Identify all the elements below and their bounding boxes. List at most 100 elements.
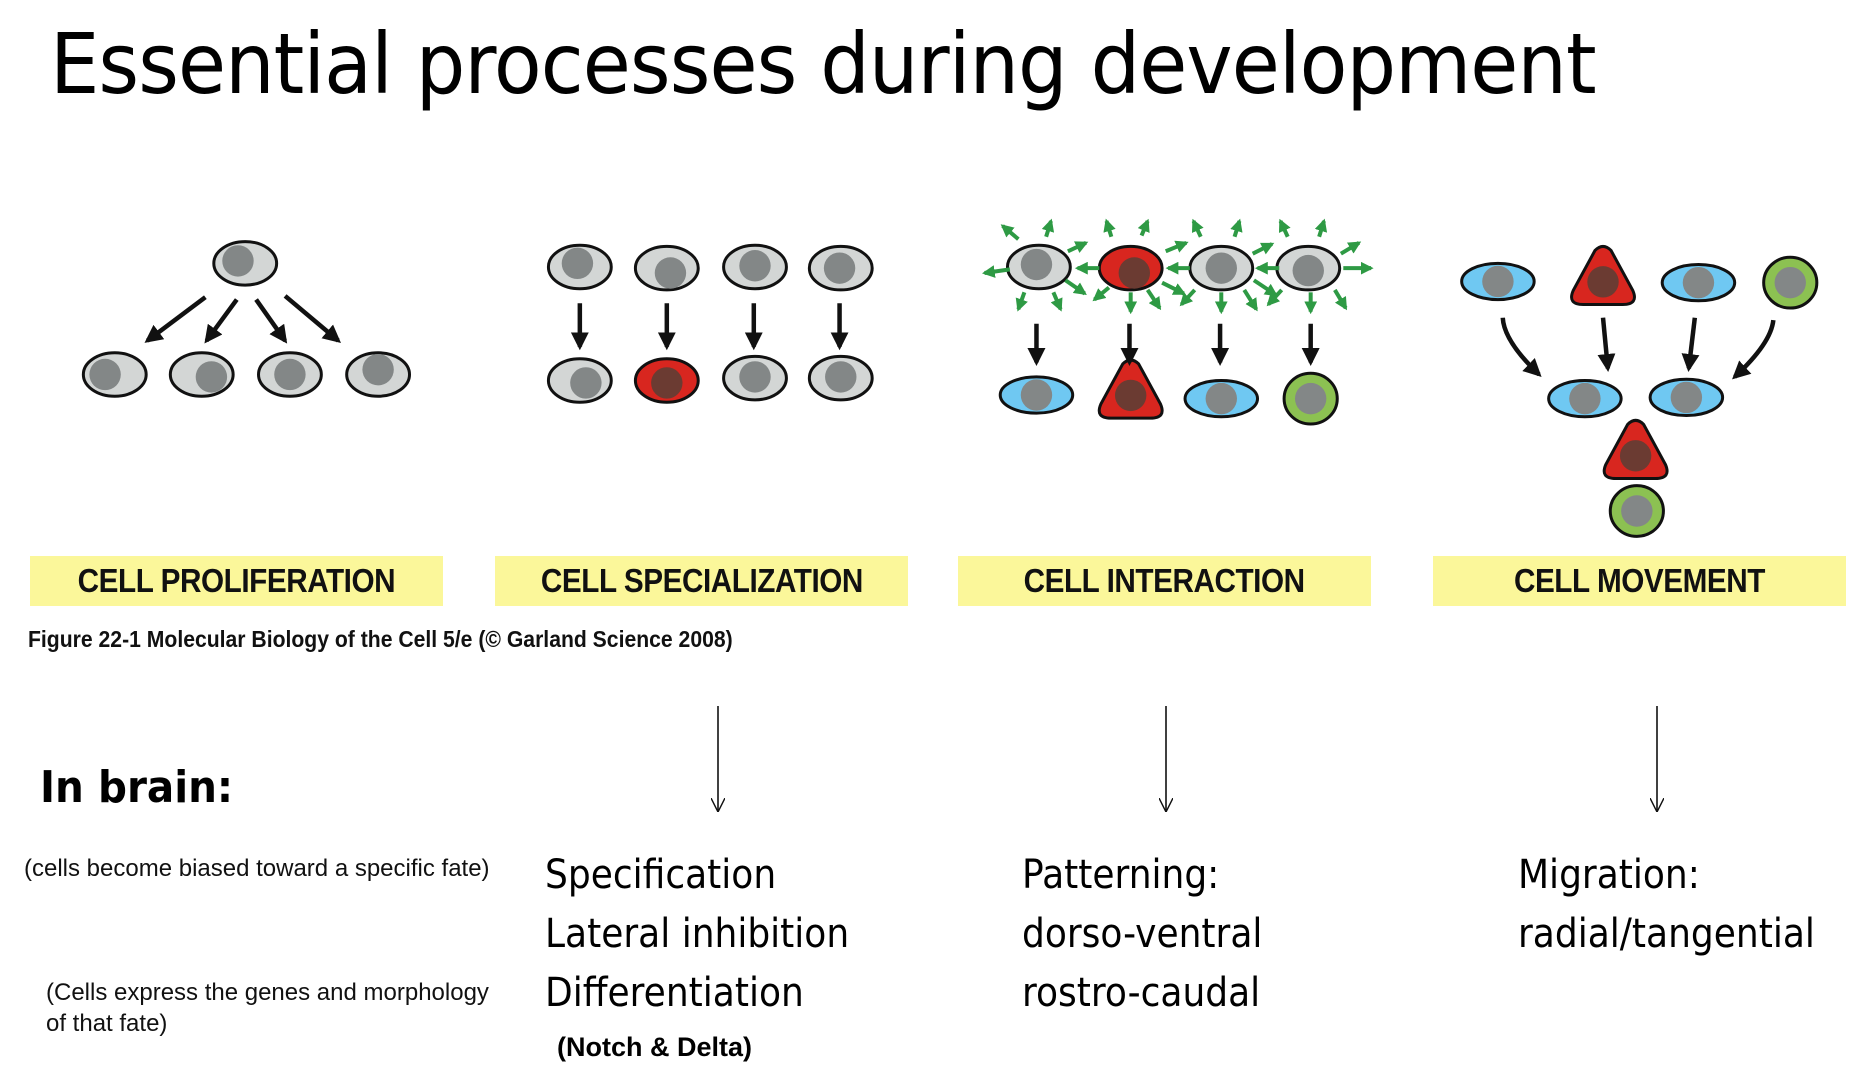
nucleus [1621,495,1653,527]
nucleus [739,361,771,393]
movement-list: Migration: radial/tangential [1518,846,1815,964]
gray-cell [81,351,148,398]
differentiation-note-line1: (Cells express the genes and morphology [46,979,489,1006]
black-arrow [283,294,341,343]
blue-cell [1547,379,1623,419]
differentiation-note-line2: of that fate) [46,1010,168,1037]
nucleus [823,252,856,284]
signal-arrow [1278,218,1291,238]
signal-arrow [1145,288,1162,311]
nucleus [1587,266,1619,298]
nucleus [654,257,687,289]
signal-arrow [981,265,1011,278]
signal-arrow [1000,224,1020,241]
blue-cell [1648,377,1725,418]
item-specification: Specification [545,852,777,898]
green-cell [1762,255,1819,310]
nucleus [651,367,683,399]
gray-cell [1005,243,1072,291]
panel-label-text: CELL MOVEMENT [1513,562,1766,599]
signal-arrow [1339,241,1362,256]
in-brain-heading: In brain: [40,762,234,813]
blue-cell [1460,261,1536,302]
nucleus [1569,382,1601,415]
gray-cell [345,351,412,398]
nucleus [1020,379,1053,411]
blue-cell [1660,263,1737,303]
item-lateral-inhibition: Lateral inhibition [545,911,850,957]
black-arrow [1597,317,1616,373]
signal-arrow [1179,288,1197,307]
black-arrow [1732,319,1776,380]
nucleus [222,245,254,277]
red-cell [1097,244,1164,292]
nucleus [195,361,228,393]
nucleus [1682,266,1715,299]
specification-note: (cells become biased toward a specific f… [24,855,490,882]
nucleus [1774,266,1806,299]
item-radial-tangential: radial/tangential [1518,911,1815,957]
interaction-list: Patterning: dorso-ventral rostro-caudal [1022,846,1262,1023]
black-arrow [204,298,239,344]
notch-delta-note: (Notch & Delta) [557,1032,752,1062]
nucleus [1292,254,1324,287]
item-dorso-ventral: dorso-ventral [1022,911,1263,957]
nucleus [1205,382,1237,415]
nucleus [1294,382,1327,415]
nucleus [362,353,394,386]
arrows-layer [144,218,1776,812]
panel-label-specialization: CELL SPECIALIZATION [495,556,908,606]
gray-cell [168,351,235,398]
slide-title: Essential processes during development [50,15,1597,113]
panel-label-interaction: CELL INTERACTION [958,556,1371,606]
item-patterning: Patterning: [1022,852,1220,898]
gray-cell [722,243,788,291]
gray-cell [212,240,279,287]
signal-arrow [1333,288,1348,311]
signal-arrow [1137,218,1150,237]
black-arrow [254,298,288,344]
panel-label-text: CELL INTERACTION [1023,562,1305,599]
nucleus [274,358,306,391]
panel-label-text: CELL SPECIALIZATION [540,562,863,599]
nucleus [1670,381,1703,414]
gray-cell [546,357,613,404]
signal-arrow [1266,288,1284,307]
gray-cell [257,351,323,398]
panel-label-proliferation: CELL PROLIFERATION [30,556,443,606]
signal-arrow [1050,291,1063,312]
signal-arrow [1191,218,1204,238]
nucleus [1020,248,1053,281]
green-cell [1608,484,1665,538]
signal-arrow [1252,278,1278,297]
signal-arrow [1230,218,1243,238]
signal-arrow [1015,291,1028,312]
gray-cell [633,244,700,292]
item-migration: Migration: [1518,852,1700,898]
blue-cell [998,375,1075,415]
nucleus [570,367,602,399]
nucleus [825,361,857,393]
signal-arrow [1251,242,1275,256]
green-cell [1282,371,1339,426]
red-cell [1602,418,1669,480]
nucleus [89,358,121,391]
red-cell [1097,358,1164,420]
red-cell [1570,244,1636,307]
gray-cell [722,354,788,402]
red-cell [633,357,700,404]
signal-arrow [1092,285,1111,302]
signal-arrow [1242,288,1259,312]
gray-cell [1188,244,1255,292]
cells-layer [81,240,1819,538]
signal-arrow [1161,280,1187,296]
item-rostro-caudal: rostro-caudal [1022,970,1261,1016]
signal-arrow [1041,218,1055,238]
nucleus [1114,379,1147,412]
black-arrow [1681,317,1700,373]
signal-arrow [1067,240,1089,254]
item-differentiation: Differentiation [545,970,804,1016]
signal-arrow [1164,240,1189,254]
specialization-list: Specification Lateral inhibition Differe… [545,846,849,1023]
